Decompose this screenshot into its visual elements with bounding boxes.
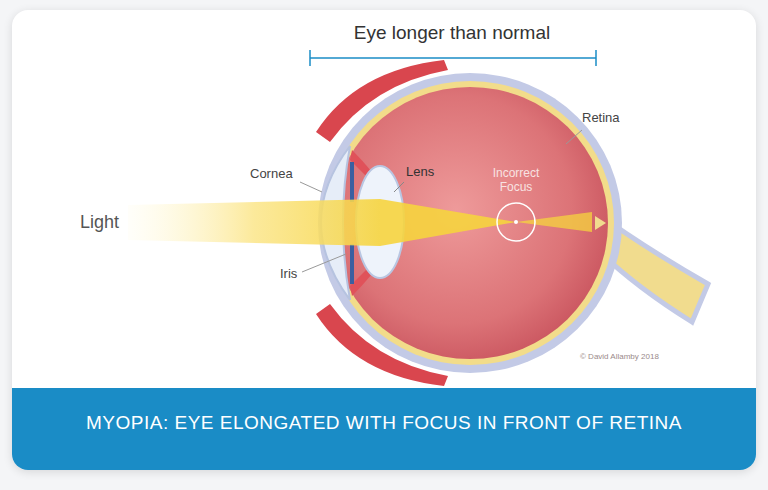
- part-label: Retina: [582, 110, 620, 126]
- optic-disc: [595, 216, 606, 230]
- dimension-label: Eye longer than normal: [354, 22, 550, 45]
- dimension-tick: [595, 50, 597, 66]
- iris: [350, 162, 354, 202]
- focus-point: [514, 220, 518, 224]
- part-label: Iris: [280, 266, 297, 282]
- light-beam: [128, 199, 380, 246]
- leader-line: [566, 130, 582, 144]
- leader-line: [394, 182, 404, 192]
- light-beam: [516, 212, 592, 232]
- iris: [350, 244, 354, 284]
- beam-label: Light: [80, 212, 119, 234]
- leader-line: [300, 182, 322, 192]
- copyright-note: © David Allamby 2018: [580, 352, 659, 362]
- caption: MYOPIA: EYE ELONGATED WITH FOCUS IN FRON…: [12, 412, 756, 434]
- leader-line: [302, 254, 346, 272]
- dimension-line: [310, 57, 596, 59]
- dimension-tick: [309, 50, 311, 66]
- part-label: Lens: [406, 164, 434, 180]
- focus-circle: [497, 203, 535, 241]
- light-beam: [380, 199, 516, 246]
- part-label: Incorrect Focus: [481, 166, 551, 195]
- part-label: Cornea: [250, 166, 293, 182]
